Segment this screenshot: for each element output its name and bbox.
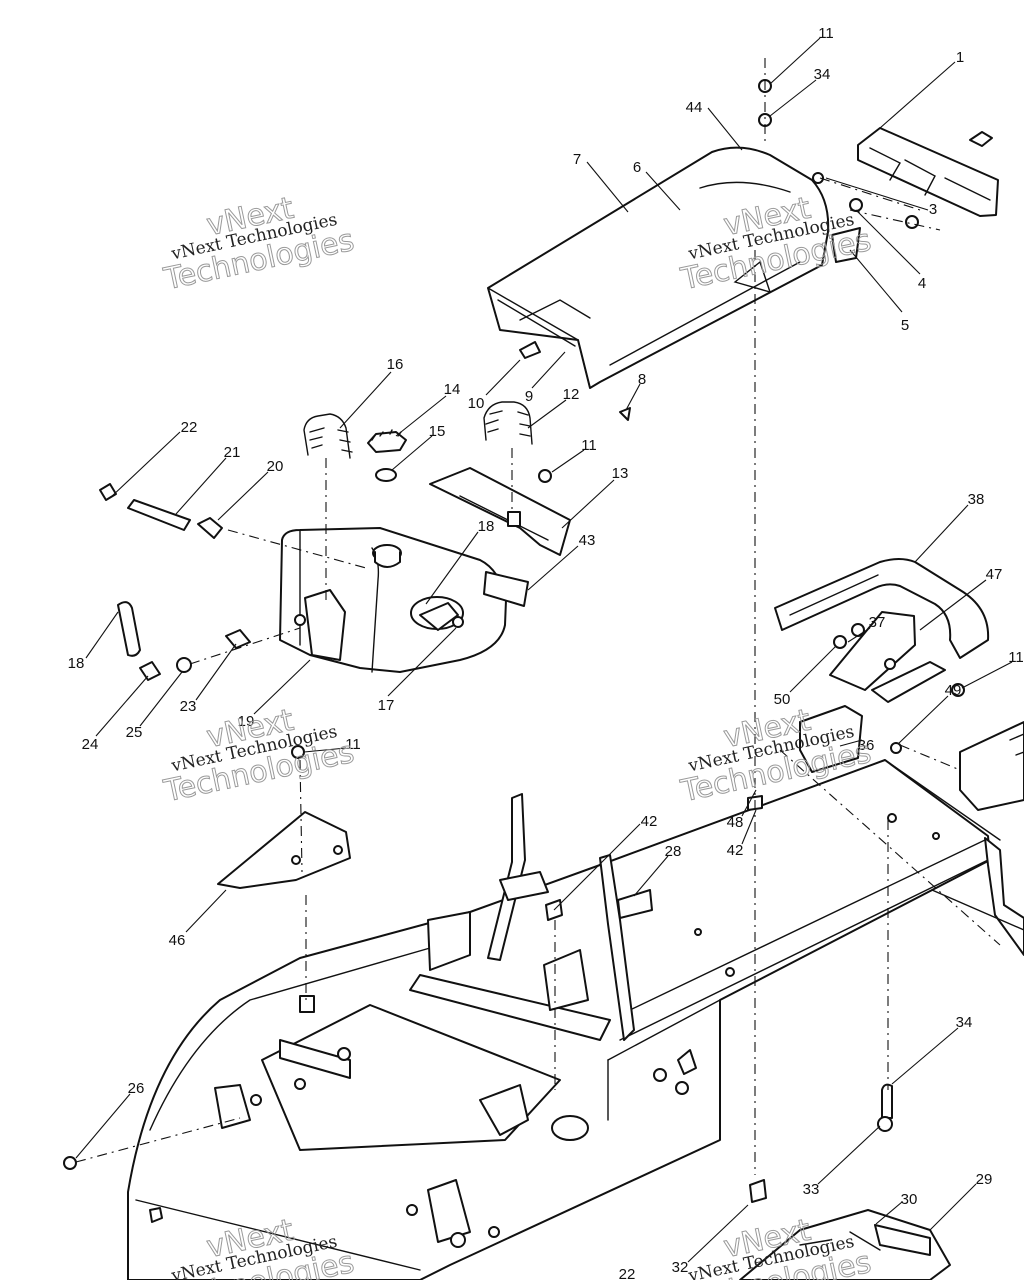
skid-bracket-part: [739, 1209, 951, 1280]
callout-1: 1: [956, 49, 964, 66]
callout-5: 5: [901, 317, 909, 334]
callout-20: 20: [267, 458, 284, 475]
heat-shield-part: [217, 745, 351, 889]
callout-33: 33: [803, 1181, 820, 1198]
callout-11: 11: [345, 736, 361, 753]
mount-bracket-part: [429, 467, 571, 556]
callout-13: 13: [612, 465, 629, 482]
callout-11: 11: [818, 25, 834, 42]
fuel-line-parts: [99, 483, 306, 681]
callout-9: 9: [525, 388, 533, 405]
callout-43: 43: [579, 532, 596, 549]
callout-10: 10: [468, 395, 485, 412]
callout-18: 18: [68, 655, 85, 672]
callout-15: 15: [429, 423, 446, 440]
callout-6: 6: [633, 159, 641, 176]
callout-leaders: [75, 37, 1013, 1263]
callout-21: 21: [224, 444, 241, 461]
callout-47: 47: [986, 566, 1003, 583]
callout-42: 42: [727, 842, 744, 859]
oil-tank-part: [279, 527, 529, 673]
callout-34: 34: [814, 66, 831, 83]
callout-25: 25: [126, 724, 143, 741]
callout-29: 29: [976, 1171, 993, 1188]
callout-26: 26: [128, 1080, 145, 1097]
callout-23: 23: [180, 698, 197, 715]
callout-4: 4: [918, 275, 926, 292]
callout-14: 14: [444, 381, 461, 398]
callout-7: 7: [573, 151, 581, 168]
callout-30: 30: [901, 1191, 918, 1208]
callout-18: 18: [478, 518, 495, 535]
spring-parts: [303, 401, 533, 459]
fuel-cap-part: [367, 429, 407, 482]
rear-panel-part: [959, 721, 1024, 811]
callout-12: 12: [563, 386, 580, 403]
callout-38: 38: [968, 491, 985, 508]
callout-16: 16: [387, 356, 404, 373]
callout-32: 32: [672, 1259, 689, 1276]
callout-42: 42: [641, 813, 658, 830]
callout-34: 34: [956, 1014, 973, 1031]
callout-11: 11: [581, 437, 597, 454]
seat-part: [487, 146, 830, 389]
tail-light-part: [857, 127, 999, 217]
callout-17: 17: [378, 697, 395, 714]
assembly-centerlines: [75, 58, 1001, 1175]
rear-bumper-part: [774, 558, 990, 773]
callout-19: 19: [238, 713, 255, 730]
callout-11: 11: [1008, 649, 1024, 666]
callout-22: 22: [181, 419, 198, 436]
callout-48: 48: [727, 814, 744, 831]
callout-36: 36: [858, 737, 875, 754]
callout-24: 24: [82, 736, 99, 753]
callout-46: 46: [169, 932, 186, 949]
callout-3: 3: [929, 201, 937, 218]
callout-8: 8: [638, 371, 646, 388]
callout-44: 44: [686, 99, 703, 116]
callout-50: 50: [774, 691, 791, 708]
callout-49: 49: [945, 682, 962, 699]
callout-22: 22: [619, 1266, 636, 1280]
callout-28: 28: [665, 843, 682, 860]
callout-37: 37: [869, 614, 886, 631]
